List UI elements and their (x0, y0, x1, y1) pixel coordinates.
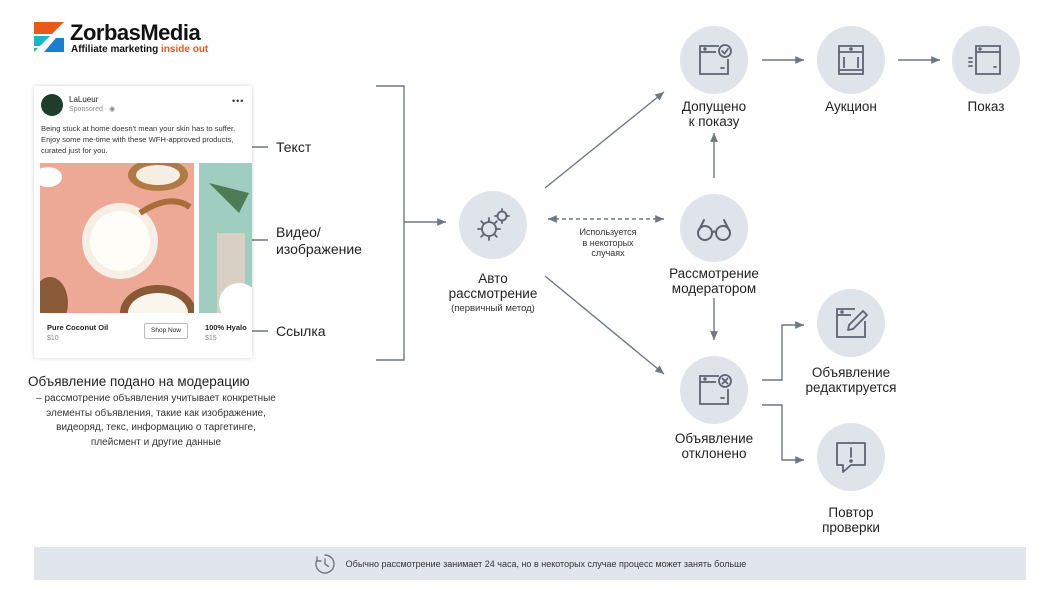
rejected-label: Объявление отклонено (674, 431, 754, 461)
submission-description: – рассмотрение объявления учитывает конк… (36, 393, 276, 448)
auction-label: Аукцион (825, 99, 877, 114)
brand-avatar (41, 94, 63, 116)
auction-icon (838, 45, 864, 75)
product-1-name: Pure Coconut Oil (47, 323, 109, 332)
clock-icon (314, 553, 335, 574)
logo-tagline: Affiliate marketing inside out (71, 44, 209, 55)
ad-image-hyaluronic (199, 163, 252, 313)
recheck-label: Повтор проверки (822, 505, 880, 535)
ad-body-text: Being stuck at home doesn't mean your sk… (41, 124, 236, 155)
impression-node (952, 26, 1020, 94)
message-alert-icon (836, 442, 866, 473)
product-1-price: $10 (47, 335, 59, 342)
ad-image-coconut (40, 163, 194, 313)
footer-note-bar: Обычно рассмотрение занимает 24 часа, но… (34, 547, 1026, 580)
globe-icon: ◉ (109, 106, 116, 113)
moderator-review-node (680, 194, 748, 262)
logo-name: ZorbasMedia (70, 20, 201, 45)
arrow-rejected-to-editing (762, 321, 804, 381)
approved-label: Допущено к показу (681, 99, 747, 129)
rejected-node (680, 356, 748, 424)
auto-review-node (459, 191, 527, 259)
arrow-rejected-to-recheck (762, 404, 804, 464)
impression-label: Показ (967, 99, 1005, 114)
ad-sponsored-label: Sponsored · ◉ (69, 106, 116, 113)
gears-icon (477, 208, 510, 241)
zorbasmedia-logo-icon (34, 22, 64, 52)
auto-review-sublabel: (первичный метод) (451, 303, 535, 314)
arrow-auto-to-rejected (544, 275, 665, 375)
more-options-icon: ••• (232, 96, 245, 106)
product-2-price: $15 (205, 335, 217, 342)
edit-icon (836, 308, 868, 338)
editing-node (817, 289, 885, 357)
ad-brand-name: LaLueur (69, 95, 99, 104)
moderator-review-label: Рассмотрение модератором (669, 266, 759, 296)
recheck-node (817, 423, 885, 491)
arrow-auto-to-approved (544, 91, 665, 189)
label-link: Ссылка (276, 323, 326, 339)
shop-now-button[interactable]: Shop Now (144, 323, 188, 339)
ad-preview-card: LaLueur Sponsored · ◉ ••• Being stuck at… (34, 86, 252, 358)
label-text: Текст (276, 139, 312, 155)
glasses-icon (697, 219, 731, 241)
ad-bracket (376, 85, 405, 361)
auto-review-label: Авто рассмотрение (448, 271, 538, 301)
auction-node (817, 26, 885, 94)
footer-text: Обычно рассмотрение занимает 24 часа, но… (345, 558, 747, 569)
window-check-icon (699, 44, 732, 75)
window-display-icon (968, 45, 1001, 75)
product-2-name: 100% Hyalo (205, 323, 247, 332)
sometimes-used-label: Используется в некоторых случаях (579, 227, 637, 258)
window-cross-icon (699, 374, 732, 405)
editing-label: Объявление редактируется (805, 365, 897, 395)
approved-node (680, 26, 748, 94)
label-media: Видео/ изображение (276, 224, 362, 257)
submission-title: Объявление подано на модерацию (28, 374, 250, 389)
